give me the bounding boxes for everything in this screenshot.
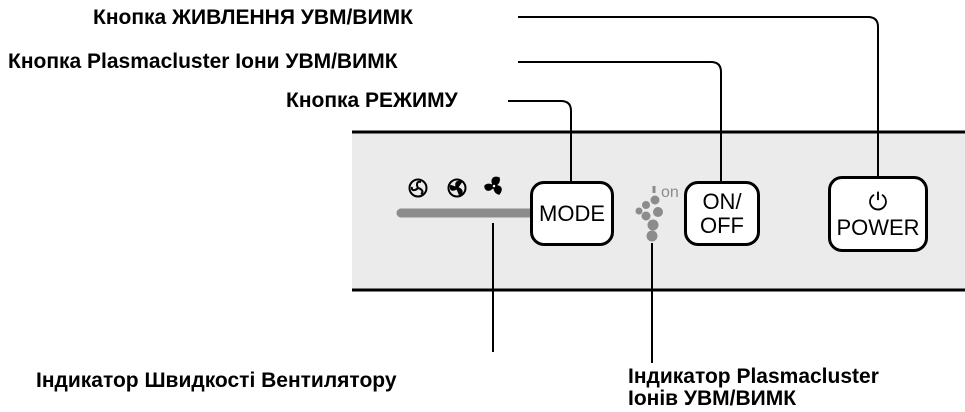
mode-button[interactable]: MODE [530,181,614,246]
fan-high-icon [484,176,502,195]
fan-speed-indicator-callout: Індикатор Швидкості Вентилятору [36,369,397,392]
power-button-label: POWER [836,215,920,240]
mode-button-label: MODE [539,200,605,226]
plasmacluster-button-callout: Кнопка Plasmacluster Іони УВМ/ВИМК [8,50,398,73]
power-leader-line [518,16,879,176]
ion-on-label: on [661,184,679,201]
plasmacluster-indicator-callout-line1: Індикатор Plasmacluster [628,365,879,388]
plasmacluster-indicator-callout-line2: Іонів УВМ/ВИМК [628,387,797,410]
mode-leader-line [508,100,572,181]
plasmacluster-indicator-callout: Індикатор Plasmacluster Іонів УВМ/ВИМК [628,366,879,410]
fan-medium-icon [447,178,467,198]
mode-button-callout: Кнопка РЕЖИМУ [286,89,458,112]
plasmacluster-ion-icon [635,186,663,242]
fan-low-icon [408,178,428,198]
onoff-button-label-line2: OFF [700,212,744,238]
power-button[interactable]: ⏻ POWER [828,176,928,252]
plasmacluster-onoff-button[interactable]: ON/ OFF [684,181,760,246]
power-symbol-icon: ⏻ [868,188,888,216]
onoff-button-label-line1: ON/ [702,188,742,214]
plasmacluster-button-leader-line [518,61,722,181]
power-button-callout: Кнопка ЖИВЛЕННЯ УВМ/ВИМК [93,6,413,29]
